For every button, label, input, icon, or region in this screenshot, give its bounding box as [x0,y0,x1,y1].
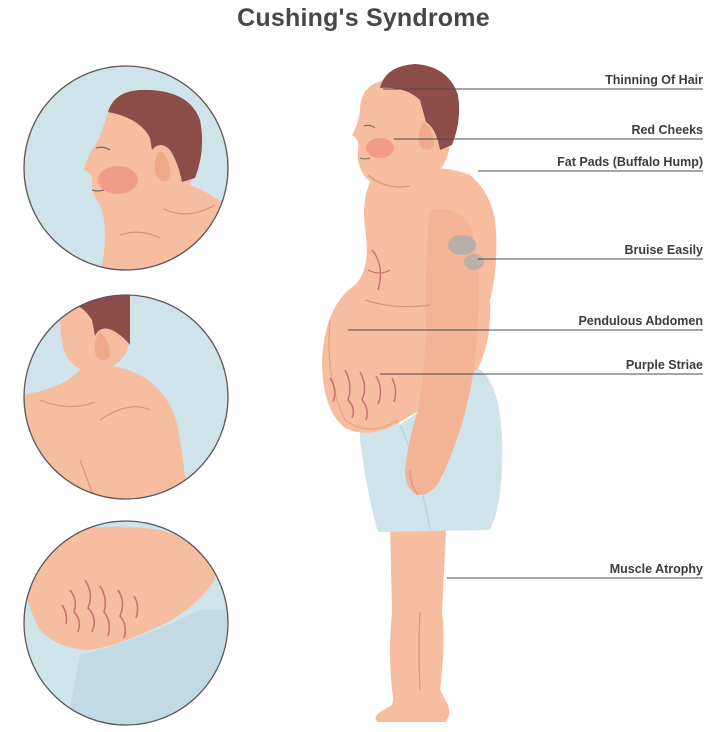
label-muscle-atrophy: Muscle Atrophy [610,562,703,576]
label-pendulous-abdomen: Pendulous Abdomen [578,314,703,328]
detail-circle-hump [20,290,228,510]
detail-circle-face [24,66,240,275]
label-thinning-of-hair: Thinning Of Hair [605,73,703,87]
detail-circle-striae [20,521,230,732]
main-figure [322,64,502,722]
label-red-cheeks: Red Cheeks [631,123,703,137]
label-purple-striae: Purple Striae [626,358,703,372]
labels: Thinning Of Hair Red Cheeks Fat Pads (Bu… [557,73,703,576]
label-fat-pads: Fat Pads (Buffalo Hump) [557,155,703,169]
label-bruise-easily: Bruise Easily [624,243,703,257]
